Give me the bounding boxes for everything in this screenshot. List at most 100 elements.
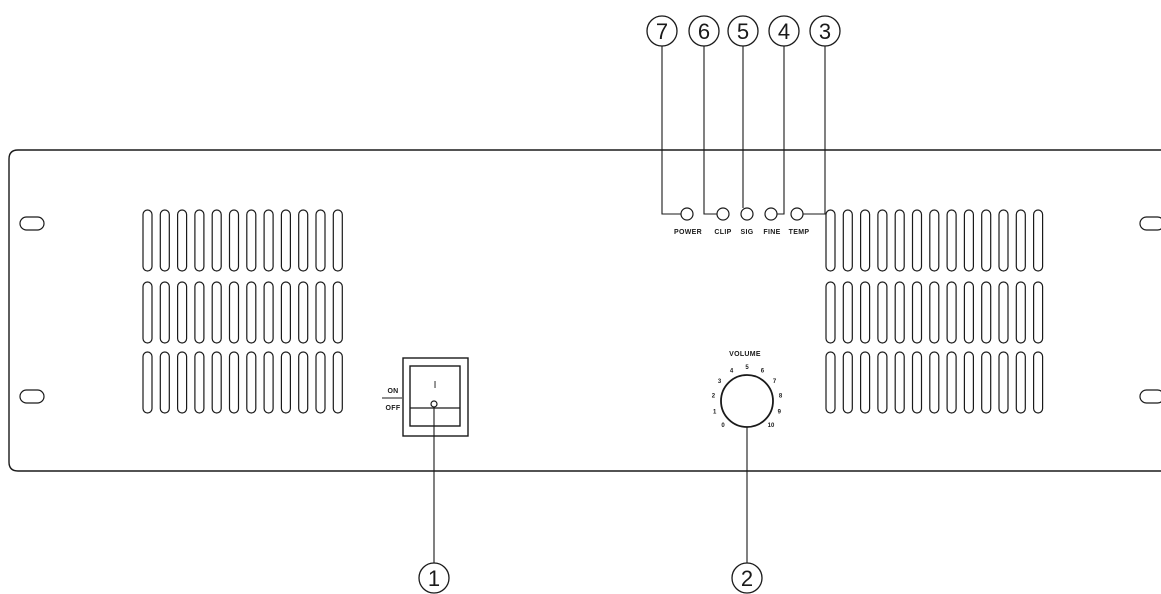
vent-slot-right-r2-c12 — [1015, 281, 1026, 344]
vent-slot-left-r1-c9 — [280, 209, 291, 272]
vent-slot-right-r3-c6 — [911, 351, 923, 414]
rack-hole-left-bottom — [19, 389, 45, 404]
vent-slot-left-r3-c10 — [298, 351, 309, 414]
rack-hole-right-top — [1139, 216, 1161, 231]
vent-slot-right-r2-c8 — [946, 281, 957, 344]
switch-indicator-dot — [430, 400, 438, 408]
leader-line-6 — [703, 44, 717, 215]
vent-slot-left-r3-c2 — [159, 351, 170, 414]
vent-slot-left-r1-c11 — [315, 209, 326, 272]
svg-text:3: 3 — [819, 19, 831, 44]
vent-slot-left-r1-c10 — [298, 209, 309, 272]
vent-slot-right-r1-c8 — [946, 209, 957, 272]
switch-on-label: ON — [387, 388, 398, 395]
vent-slot-left-r2-c3 — [177, 281, 188, 344]
power-led — [680, 207, 694, 221]
volume-scale-1: 1 — [713, 410, 717, 416]
callout-4: 4 — [768, 15, 800, 47]
volume-scale-7: 7 — [773, 379, 777, 385]
vent-slot-right-r1-c10 — [981, 209, 992, 272]
vent-slot-left-r2-c10 — [298, 281, 309, 344]
sig-led-label: SIG — [741, 229, 754, 236]
vent-slot-left-r3-c3 — [177, 351, 188, 414]
vent-slot-left-r1-c6 — [228, 209, 240, 272]
volume-scale-3: 3 — [718, 379, 722, 385]
svg-text:1: 1 — [428, 566, 440, 591]
vent-slot-right-r2-c9 — [963, 281, 975, 344]
vent-slot-right-r2-c13 — [1032, 281, 1044, 344]
vent-slot-left-r1-c4 — [194, 209, 205, 272]
rack-hole-left-top — [19, 216, 45, 231]
sig-led — [740, 207, 754, 221]
vent-slot-left-r1-c5 — [211, 209, 222, 272]
vent-slot-right-r1-c3 — [859, 209, 871, 272]
vent-slot-left-r3-c7 — [246, 351, 257, 414]
rack-hole-right-bottom — [1139, 389, 1161, 404]
temp-led-label: TEMP — [789, 229, 810, 236]
vent-slot-right-r3-c9 — [963, 351, 975, 414]
volume-scale-6: 6 — [761, 369, 765, 375]
vent-slot-left-r2-c5 — [211, 281, 222, 344]
vent-slot-right-r2-c5 — [894, 281, 905, 344]
power-led-label: POWER — [674, 229, 702, 236]
callout-6: 6 — [688, 15, 720, 47]
vent-slot-left-r2-c2 — [159, 281, 170, 344]
volume-scale-9: 9 — [778, 410, 782, 416]
vent-slot-right-r1-c6 — [911, 209, 923, 272]
vent-slot-right-r1-c13 — [1032, 209, 1044, 272]
volume-scale-4: 4 — [730, 369, 734, 375]
vent-slot-right-r2-c6 — [911, 281, 923, 344]
volume-scale-5: 5 — [745, 365, 749, 371]
vent-slot-left-r3-c1 — [142, 351, 153, 414]
vent-slot-right-r2-c3 — [859, 281, 871, 344]
vent-slot-left-r2-c11 — [315, 281, 326, 344]
vent-slot-right-r3-c3 — [859, 351, 871, 414]
vent-slot-left-r2-c8 — [263, 281, 274, 344]
power-switch[interactable]: I — [402, 357, 469, 437]
vent-slot-right-r1-c4 — [877, 209, 888, 272]
vent-slot-right-r3-c11 — [998, 351, 1009, 414]
vent-slot-left-r3-c8 — [263, 351, 274, 414]
vent-slot-right-r3-c12 — [1015, 351, 1026, 414]
vent-slot-left-r3-c9 — [280, 351, 291, 414]
vent-slot-right-r2-c7 — [929, 281, 940, 344]
vent-grille-left — [142, 209, 343, 414]
volume-knob[interactable] — [720, 374, 774, 428]
svg-text:5: 5 — [737, 19, 749, 44]
vent-slot-left-r2-c4 — [194, 281, 205, 344]
vent-slot-left-r3-c11 — [315, 351, 326, 414]
volume-scale-8: 8 — [779, 394, 783, 400]
vent-slot-right-r3-c4 — [877, 351, 888, 414]
leader-line-7 — [661, 44, 681, 215]
leader-line-4 — [777, 44, 785, 215]
vent-slot-right-r2-c2 — [842, 281, 853, 344]
vent-slot-right-r1-c9 — [963, 209, 975, 272]
vent-slot-right-r3-c2 — [842, 351, 853, 414]
vent-slot-right-r3-c1 — [825, 351, 836, 414]
vent-grille-right — [825, 209, 1044, 414]
volume-title: VOLUME — [729, 351, 761, 358]
svg-text:4: 4 — [778, 19, 790, 44]
vent-slot-left-r3-c4 — [194, 351, 205, 414]
vent-slot-right-r1-c12 — [1015, 209, 1026, 272]
vent-slot-right-r3-c7 — [929, 351, 940, 414]
callout-1: 1 — [418, 562, 450, 594]
switch-on-mark: I — [434, 380, 437, 391]
vent-slot-left-r3-c12 — [332, 351, 343, 414]
vent-slot-left-r3-c6 — [228, 351, 240, 414]
vent-slot-left-r3-c5 — [211, 351, 222, 414]
switch-off-label: OFF — [386, 405, 401, 412]
volume-scale-0: 0 — [721, 423, 725, 429]
vent-slot-right-r2-c4 — [877, 281, 888, 344]
leader-line-3 — [803, 44, 826, 215]
volume-scale-10: 10 — [768, 423, 775, 429]
fine-led-label: FINE — [763, 229, 780, 236]
vent-slot-left-r2-c12 — [332, 281, 343, 344]
clip-led — [716, 207, 730, 221]
vent-slot-right-r1-c11 — [998, 209, 1009, 272]
vent-slot-right-r2-c10 — [981, 281, 992, 344]
vent-slot-left-r2-c1 — [142, 281, 153, 344]
callout-7: 7 — [646, 15, 678, 47]
